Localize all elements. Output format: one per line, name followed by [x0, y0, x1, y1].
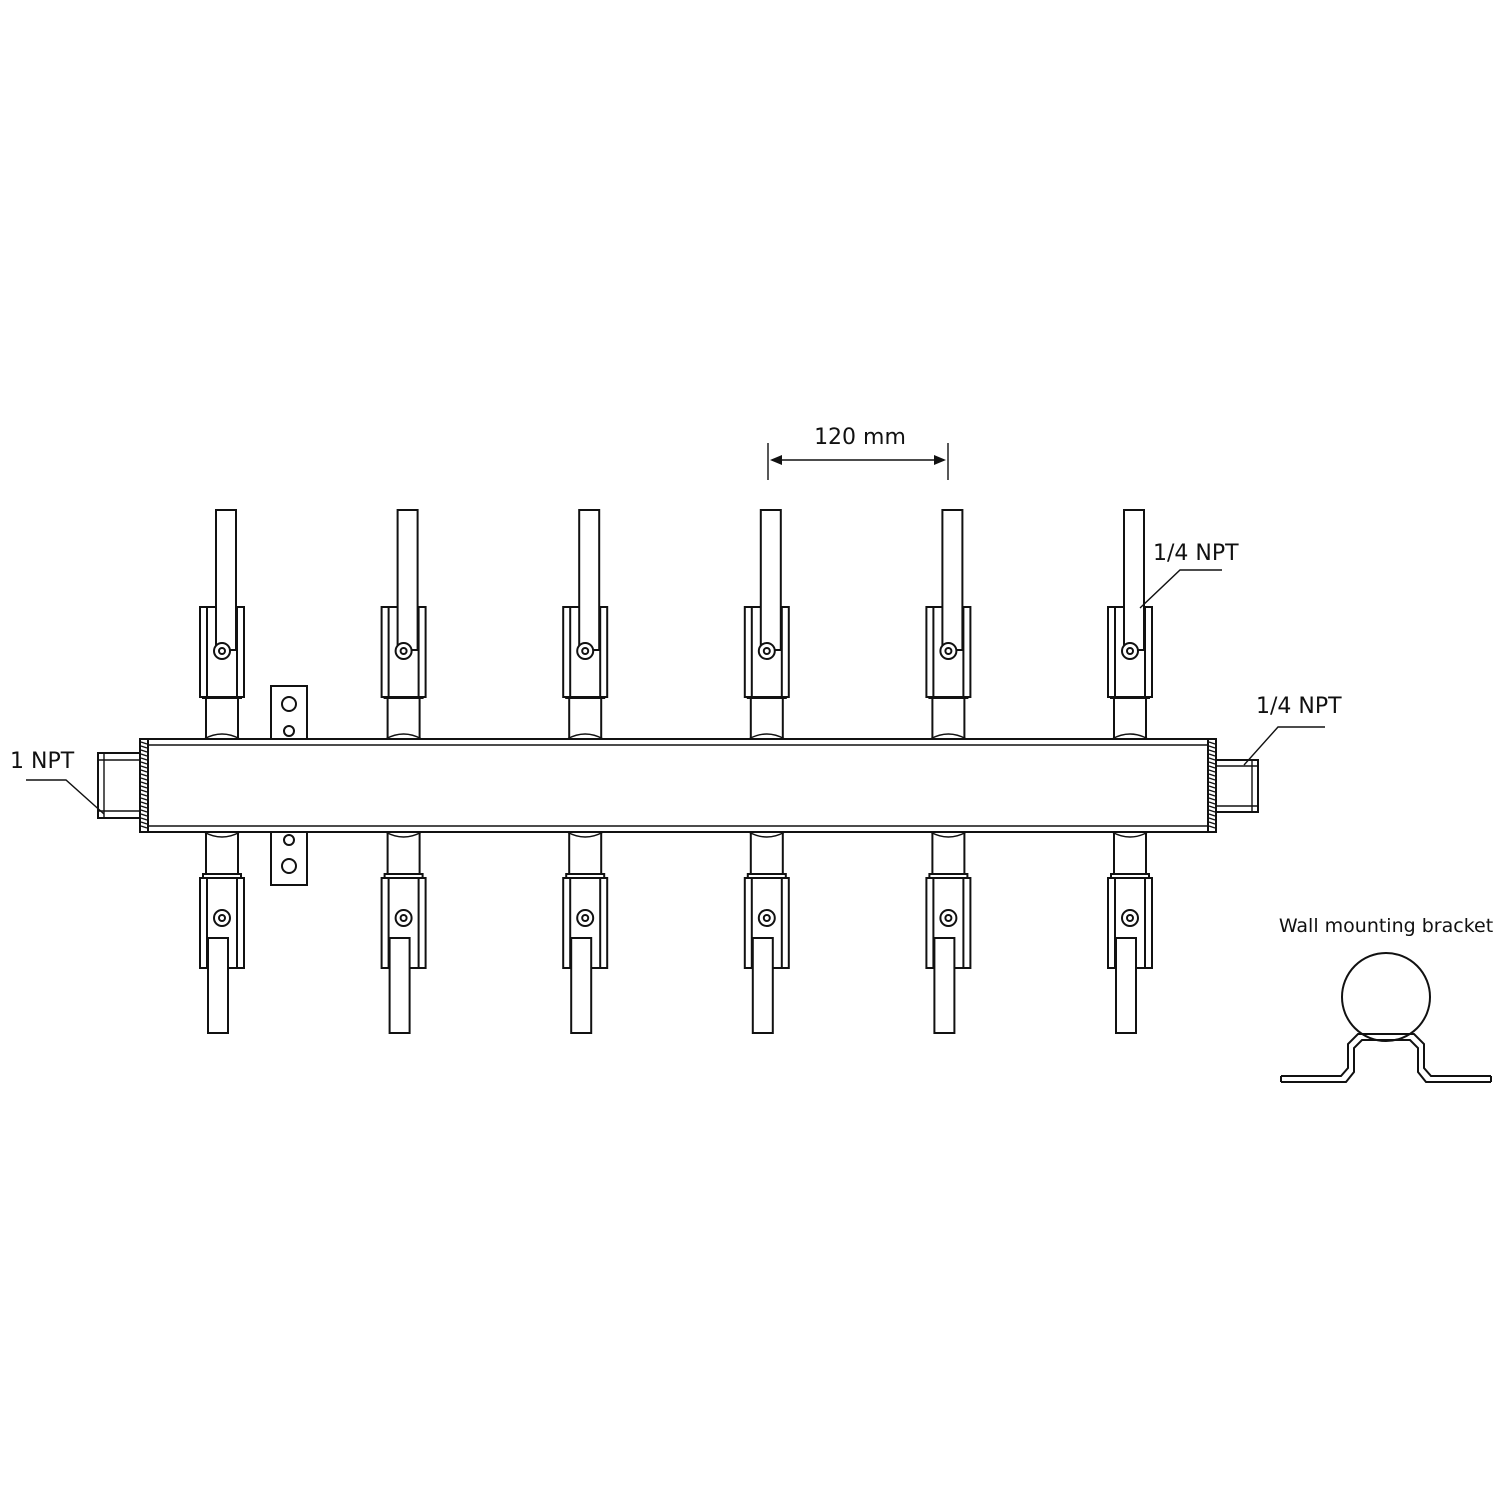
outlet-valve-bottom-4: [743, 831, 790, 1034]
outlet-valve-top-2: [380, 509, 427, 740]
inlet-fitting: [97, 752, 141, 819]
bracket-plate-top: [270, 685, 308, 740]
spacing-label: 120 mm: [814, 425, 906, 450]
bracket-detail: Wall mounting bracket: [1279, 915, 1493, 1083]
end-port-label: 1/4 NPT: [1256, 694, 1342, 719]
outlet-valve-bottom-2: [380, 831, 427, 1034]
bracket-plate-bottom: [270, 831, 308, 886]
end-port-callout: 1/4 NPT: [1243, 694, 1342, 766]
outlet-valve-bottom-5: [925, 831, 972, 1034]
end-fitting: [1215, 759, 1259, 813]
header-pipe: [139, 738, 1217, 833]
inlet-port-label: 1 NPT: [10, 749, 75, 774]
outlet-valve-top-5: [925, 509, 972, 740]
outlet-valve-top-4: [743, 509, 790, 740]
outlet-port-label: 1/4 NPT: [1153, 541, 1239, 566]
outlet-valves: [199, 509, 1153, 1034]
outlet-valve-top-6: [1107, 509, 1153, 740]
outlet-valve-bottom-6: [1107, 831, 1153, 1034]
outlet-valve-bottom-3: [562, 831, 609, 1034]
bracket-title: Wall mounting bracket: [1279, 915, 1493, 937]
spacing-dimension: 120 mm: [767, 425, 949, 480]
outlet-valve-bottom-1: [199, 831, 245, 1034]
outlet-port-callout: 1/4 NPT: [1139, 541, 1239, 609]
outlet-valve-top-3: [562, 509, 609, 740]
outlet-valve-top-1: [199, 509, 245, 740]
inlet-callout: 1 NPT: [10, 749, 105, 815]
